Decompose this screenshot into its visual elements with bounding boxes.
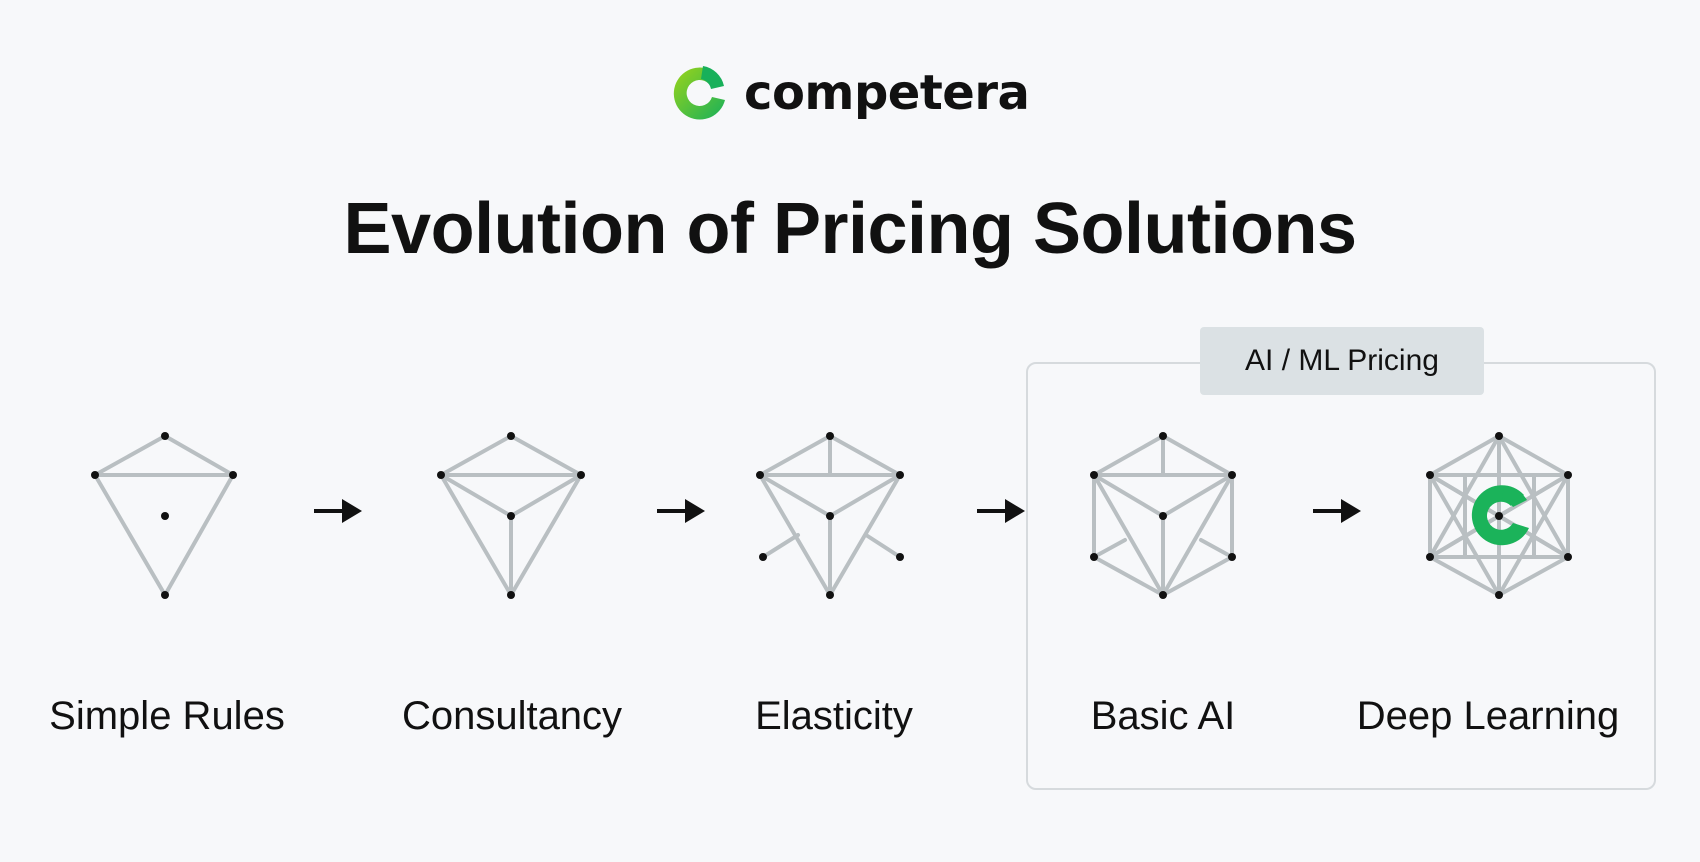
diagram-edge [509, 473, 583, 518]
diagram-node [759, 553, 767, 561]
stage-label-deep-learning: Deep Learning [1356, 694, 1620, 738]
diagram-node [161, 512, 169, 520]
brand-name: competera [744, 65, 1030, 121]
diagram-edge [758, 434, 832, 477]
ai-ml-group-label: AI / ML Pricing [1200, 327, 1484, 395]
diagram-node [826, 432, 834, 440]
diagram-edge [509, 434, 583, 477]
arrow-right-icon [657, 499, 705, 523]
stage-label-basic-ai: Basic AI [1090, 694, 1236, 738]
diagram-node [507, 432, 515, 440]
diagram-node [91, 471, 99, 479]
stage-label-elasticity: Elasticity [755, 694, 913, 738]
diagram-node [826, 591, 834, 599]
stage-label-simple-rules: Simple Rules [49, 694, 285, 738]
stage-label-consultancy: Consultancy [401, 694, 623, 738]
diagram-edge [439, 473, 513, 597]
page-title: Evolution of Pricing Solutions [343, 189, 1357, 269]
diagram-edge [761, 533, 800, 559]
diagram-edge [828, 434, 902, 477]
diagram-node [161, 591, 169, 599]
diagram-node [896, 471, 904, 479]
diagram-edge [163, 434, 235, 477]
diagram-node [507, 512, 515, 520]
competera-logo-icon [673, 66, 725, 120]
diagram-edge [864, 533, 902, 559]
arrow-right-icon [977, 499, 1025, 523]
arrow-right-icon [314, 499, 362, 523]
diagram-edge [509, 473, 583, 597]
diagram-edge [758, 473, 832, 597]
diagram-node [896, 553, 904, 561]
diagram-node [756, 471, 764, 479]
diagram-edge [93, 434, 167, 477]
diagram-edge [93, 473, 167, 597]
diagram-node [826, 512, 834, 520]
diagram-edge [439, 473, 513, 518]
diagram-node [577, 471, 585, 479]
diagram-node [161, 432, 169, 440]
diagram-edge [439, 434, 513, 477]
brand-logo: competera [668, 62, 1030, 124]
diagram-edge [163, 473, 235, 597]
diagram-node [437, 471, 445, 479]
diagram-node [507, 591, 515, 599]
diagram-edge [828, 473, 902, 597]
diagram-edge [758, 473, 832, 518]
diagram-edge [828, 473, 902, 518]
diagram-node [229, 471, 237, 479]
